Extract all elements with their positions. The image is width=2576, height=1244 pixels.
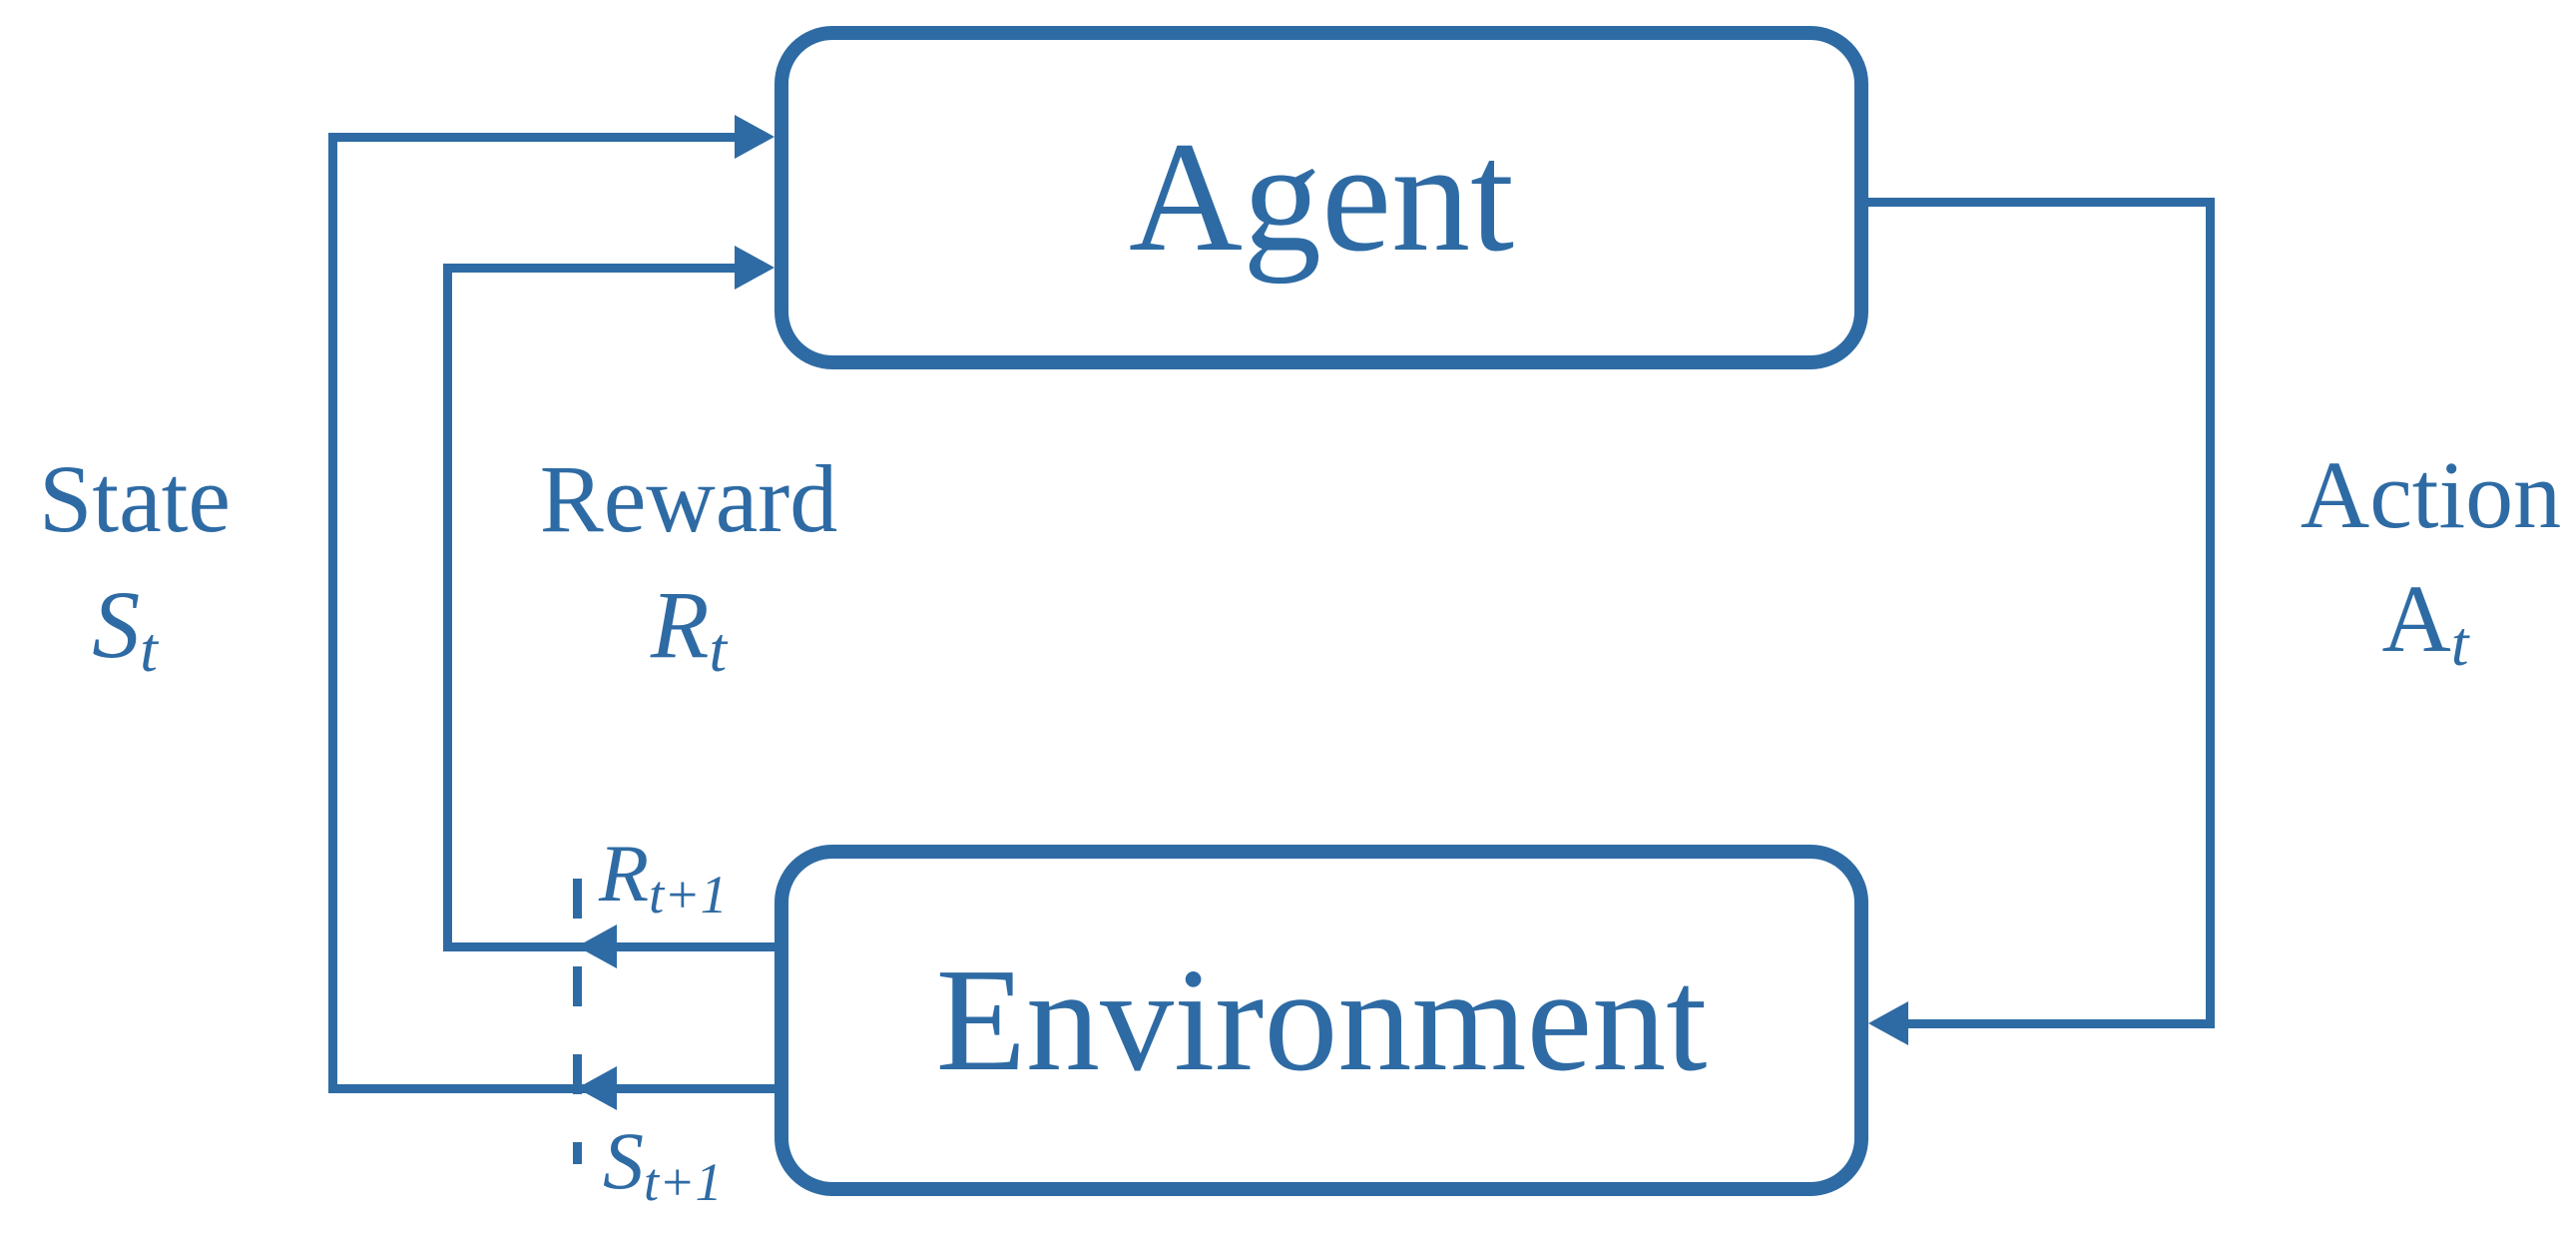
environment-label: Environment bbox=[935, 938, 1708, 1102]
state-line-from-environment bbox=[328, 1084, 774, 1093]
agent-node: Agent bbox=[774, 26, 1868, 369]
action-line-from-agent bbox=[1868, 198, 2215, 207]
action-label: Action bbox=[2300, 441, 2562, 548]
action-arrowhead-into-environment-icon bbox=[1868, 1001, 1908, 1045]
action-line-vertical bbox=[2206, 198, 2215, 1028]
environment-node: Environment bbox=[774, 845, 1868, 1196]
state-arrowhead-at-dash-icon bbox=[577, 1066, 617, 1110]
state-label: State bbox=[39, 445, 231, 552]
state-line-vertical bbox=[328, 133, 337, 1093]
agent-label: Agent bbox=[1128, 110, 1515, 285]
state-next-symbol: St+1 bbox=[603, 1115, 723, 1212]
state-arrowhead-into-agent-icon bbox=[735, 115, 774, 159]
reward-symbol: Rt bbox=[650, 571, 728, 685]
reward-arrowhead-into-agent-icon bbox=[735, 246, 774, 290]
reward-label: Reward bbox=[539, 445, 838, 552]
action-symbol: At bbox=[2381, 565, 2469, 679]
reward-line-into-agent bbox=[443, 264, 738, 273]
reward-next-symbol: Rt+1 bbox=[599, 828, 728, 925]
reward-arrowhead-at-dash-icon bbox=[577, 925, 617, 968]
reward-line-vertical bbox=[443, 264, 452, 951]
state-symbol: St bbox=[92, 571, 158, 685]
time-step-dashed-line bbox=[573, 879, 582, 1164]
action-line-into-environment bbox=[1908, 1019, 2215, 1028]
state-line-into-agent bbox=[328, 133, 738, 142]
